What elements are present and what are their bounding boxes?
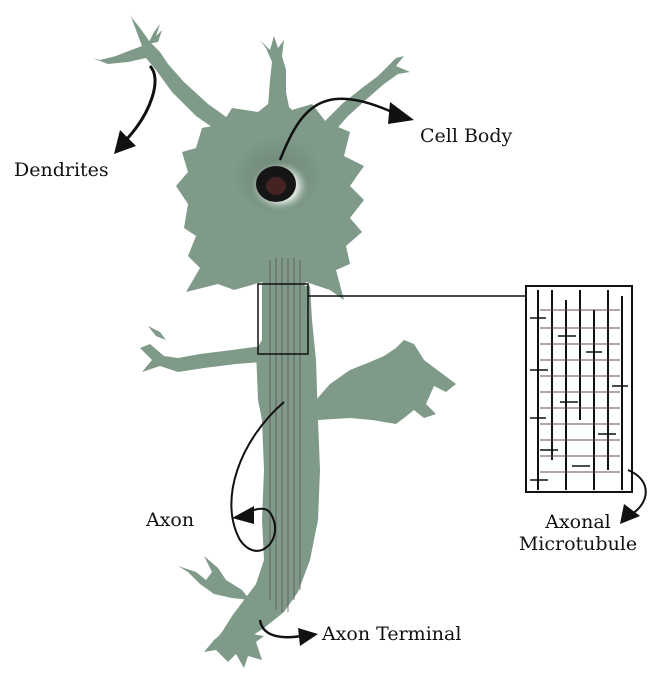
arrow-axon-terminal-head bbox=[298, 628, 318, 646]
microtubule-inset bbox=[526, 286, 632, 492]
label-axonal-microtubule: Axonal Microtubule bbox=[518, 512, 638, 556]
dendrite-top bbox=[260, 36, 290, 112]
axon-terminal-lower bbox=[204, 630, 264, 668]
arrow-dendrites bbox=[126, 66, 155, 140]
dendrite-upper-left-branch bbox=[148, 24, 162, 44]
label-axon-terminal: Axon Terminal bbox=[322, 624, 461, 646]
label-dendrites: Dendrites bbox=[14, 160, 109, 182]
arrow-axon-head bbox=[232, 506, 254, 524]
label-axon: Axon bbox=[146, 510, 194, 532]
dendrite-mid-right bbox=[316, 340, 456, 424]
dendrite-upper-left bbox=[92, 14, 236, 134]
label-cell-body: Cell Body bbox=[420, 126, 512, 148]
dendrite-mid-left-branch bbox=[148, 326, 166, 340]
nucleolus bbox=[266, 177, 286, 195]
label-axonal-microtubule-line2: Microtubule bbox=[518, 534, 638, 556]
arrow-cell-body-head bbox=[388, 102, 414, 124]
axon-terminal-branches bbox=[178, 556, 250, 600]
dendrite-mid-left bbox=[140, 344, 262, 372]
label-axonal-microtubule-line1: Axonal bbox=[518, 512, 638, 534]
